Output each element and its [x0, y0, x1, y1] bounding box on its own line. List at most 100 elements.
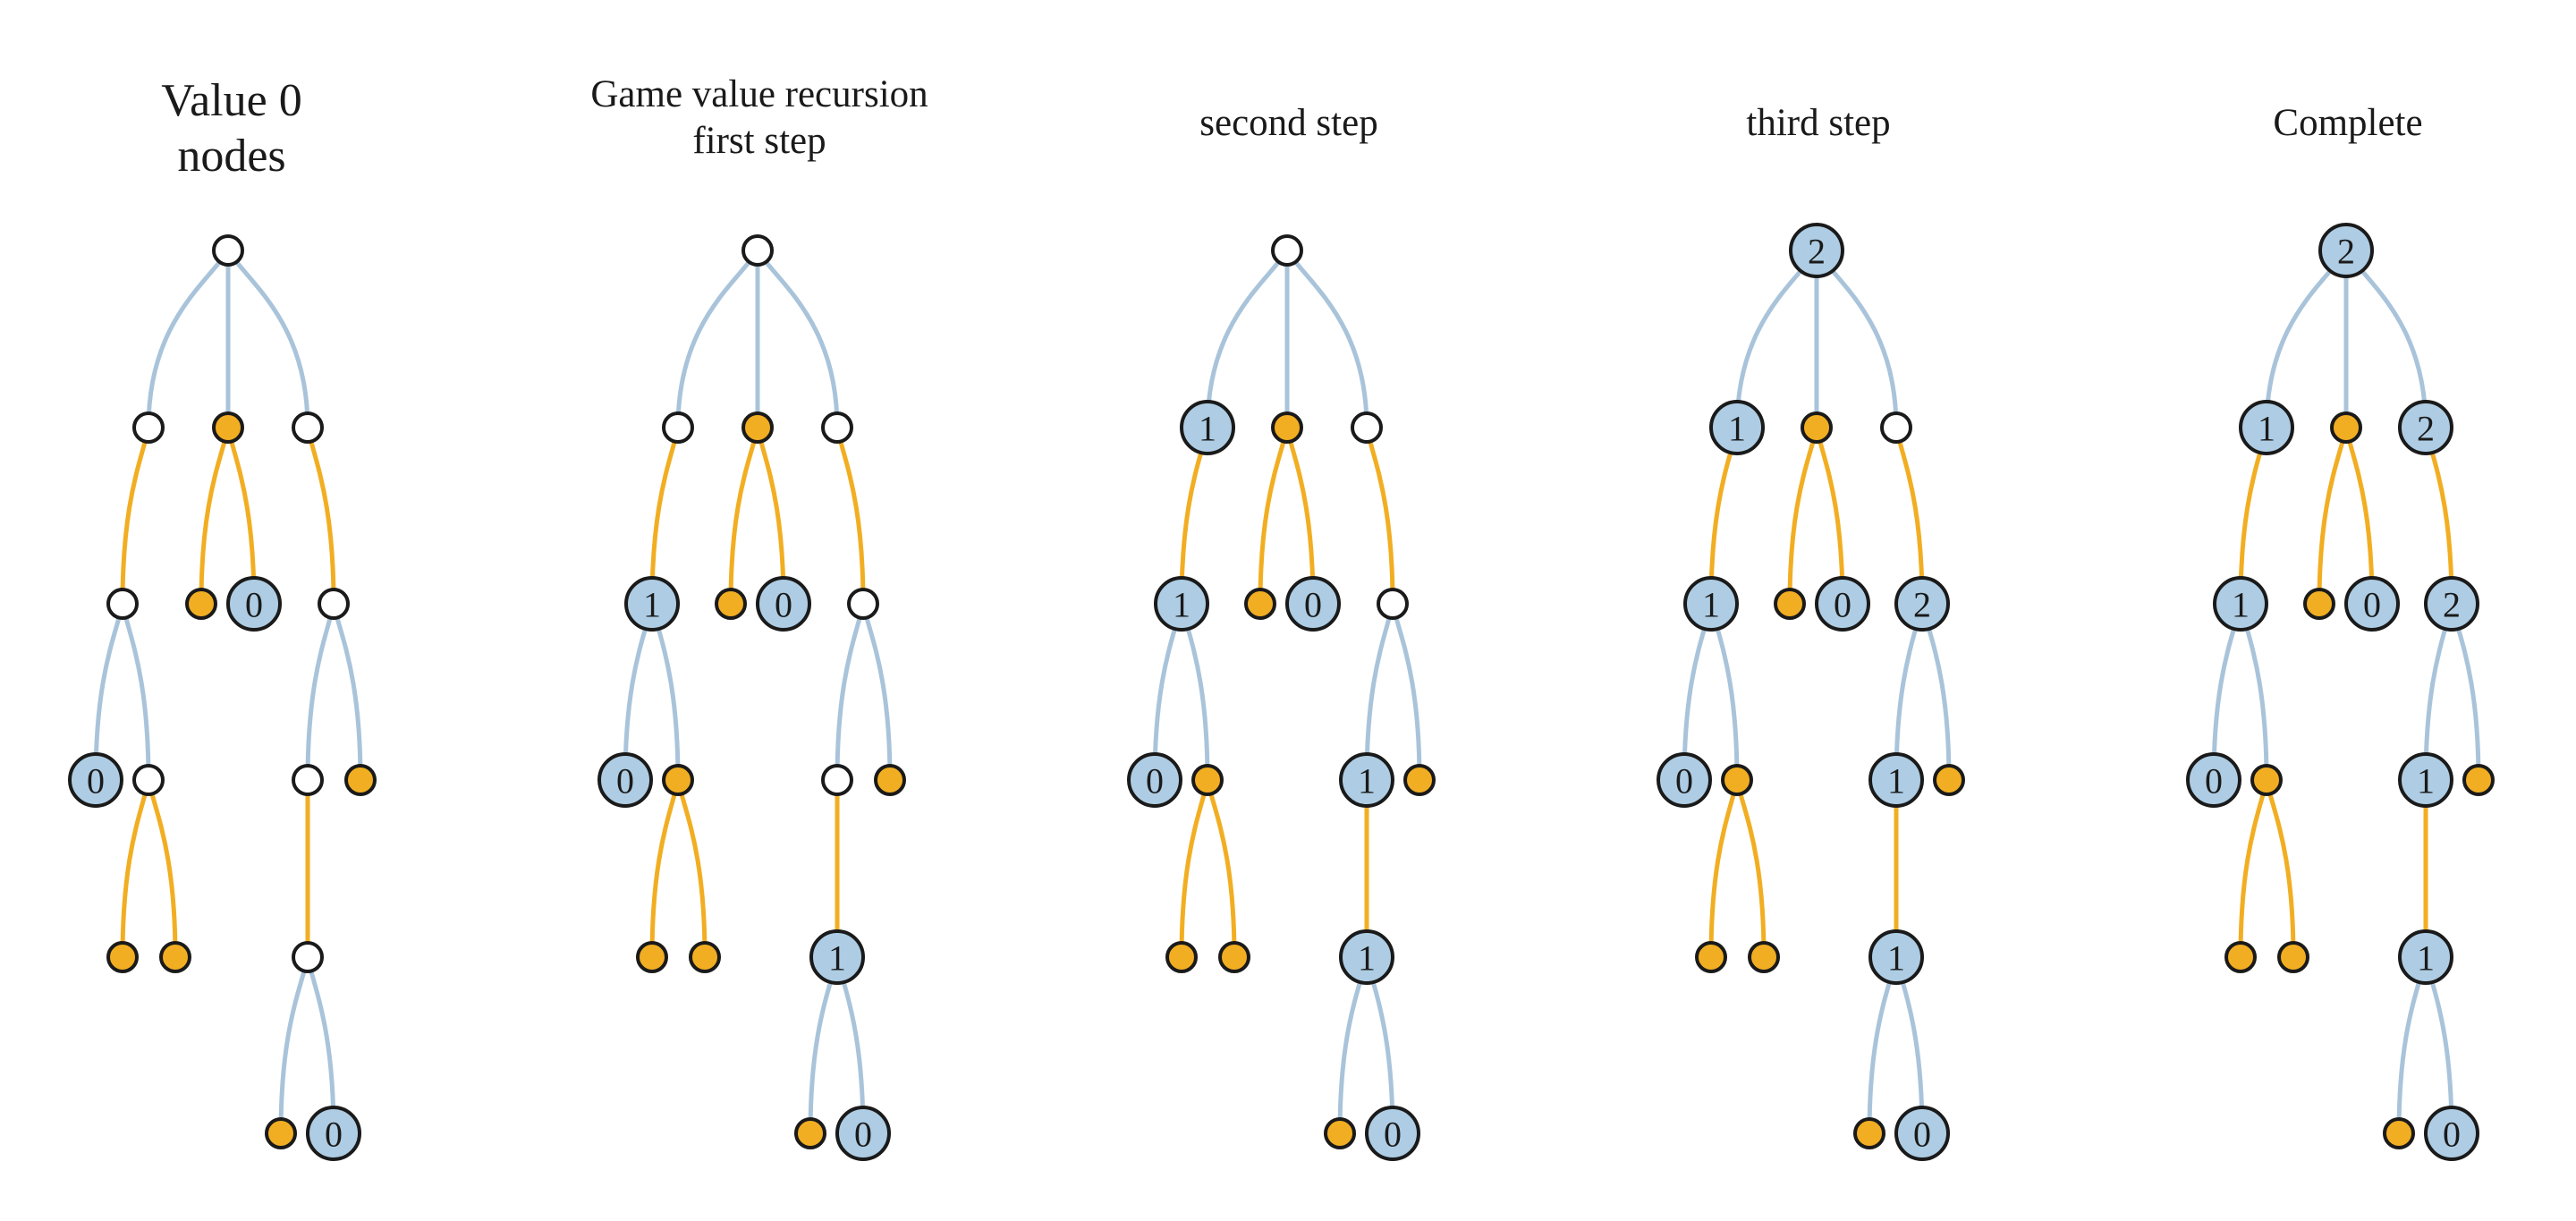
edge-d-h	[305, 425, 336, 606]
title-line: nodes	[177, 131, 286, 182]
node-orange	[1218, 941, 1250, 973]
node-orange	[1748, 941, 1780, 973]
edge-j-n	[2264, 777, 2296, 960]
node-value-label: 2	[1913, 585, 1931, 625]
edge-j-m	[1179, 777, 1210, 960]
panel-title-value-0-nodes: Value 0 nodes	[0, 73, 482, 185]
node-value-label: 0	[87, 761, 105, 801]
node-open	[292, 941, 324, 973]
tree-value-0-nodes: 000	[68, 234, 377, 1161]
node-value-label: 2	[2417, 409, 2435, 449]
edge-j-m	[649, 777, 681, 960]
title-line: first step	[692, 119, 826, 162]
node-orange	[794, 1117, 826, 1149]
node-orange	[1165, 941, 1198, 973]
node-value	[1894, 576, 1950, 632]
node-value-label: 2	[1808, 232, 1826, 272]
node-orange	[212, 411, 244, 444]
panel-title-complete: Complete	[2097, 100, 2576, 147]
node-value-label: 1	[1358, 938, 1376, 979]
node-value	[2344, 576, 2400, 632]
node-value-label: 0	[616, 761, 634, 801]
node-orange	[1244, 588, 1276, 620]
edge-a-b	[675, 248, 760, 430]
node-value	[1789, 223, 1844, 278]
node-value	[2424, 576, 2479, 632]
node-value	[2213, 576, 2268, 632]
edge-h-l	[1390, 601, 1422, 783]
edge-c-f	[1787, 425, 1819, 606]
node-orange	[741, 411, 774, 444]
node-value	[68, 752, 123, 808]
edge-e-j	[120, 601, 151, 783]
node-orange	[265, 1117, 297, 1149]
node-orange	[2277, 941, 2309, 973]
node-orange	[106, 941, 139, 973]
node-orange	[1271, 411, 1303, 444]
node-value-label: 0	[1675, 761, 1693, 801]
node-value-label: 1	[828, 938, 846, 979]
edge-h-k	[835, 601, 866, 783]
node-orange	[1695, 941, 1727, 973]
node-orange	[2462, 764, 2495, 796]
edge-o-p	[278, 954, 310, 1136]
node-value	[2318, 223, 2374, 278]
edge-c-f	[728, 425, 760, 606]
node-value-label: 0	[2363, 585, 2381, 625]
node-orange	[1774, 588, 1806, 620]
node-open	[847, 588, 879, 620]
node-orange	[874, 764, 906, 796]
node-value-label: 1	[2258, 409, 2275, 449]
node-value-label: 1	[1702, 585, 1720, 625]
node-orange	[1403, 764, 1436, 796]
edge-a-b	[2264, 248, 2349, 430]
node-value	[1868, 752, 1924, 808]
panel-title-second-step: second step	[1038, 100, 1539, 147]
node-value-label: 1	[1887, 761, 1905, 801]
node-value-label: 0	[2205, 761, 2223, 801]
edge-c-f	[199, 425, 231, 606]
edge-j-m	[2238, 777, 2269, 960]
node-value-label: 1	[2417, 938, 2435, 979]
node-value	[1154, 576, 1209, 632]
edge-a-b	[1205, 248, 1290, 430]
edge-a-b	[146, 248, 231, 430]
node-orange	[2250, 764, 2283, 796]
node-value-label: 1	[2232, 585, 2250, 625]
node-value-label: 0	[854, 1115, 872, 1155]
edge-h-l	[860, 601, 893, 783]
node-open	[741, 234, 774, 267]
node-value	[624, 576, 680, 632]
edge-a-d	[2343, 248, 2428, 430]
edge-c-f	[2317, 425, 2349, 606]
node-open	[1271, 234, 1303, 267]
node-orange	[715, 588, 747, 620]
node-value	[1868, 929, 1924, 985]
node-value	[597, 752, 653, 808]
node-value-label: 1	[1887, 938, 1905, 979]
node-value	[2398, 752, 2453, 808]
node-open	[821, 764, 853, 796]
node-value-label: 0	[1146, 761, 1164, 801]
node-value-label: 0	[1384, 1115, 1402, 1155]
node-open	[132, 764, 165, 796]
node-open	[1880, 411, 1912, 444]
node-value	[809, 929, 865, 985]
edge-h-l	[331, 601, 363, 783]
node-orange	[2383, 1117, 2415, 1149]
node-value	[1709, 400, 1765, 455]
edge-j-n	[675, 777, 708, 960]
node-value-label: 0	[245, 585, 263, 625]
node-open	[132, 411, 165, 444]
node-value-label: 0	[2443, 1115, 2461, 1155]
node-value	[306, 1106, 361, 1161]
node-open	[1351, 411, 1383, 444]
node-value	[2398, 400, 2453, 455]
node-open	[318, 588, 350, 620]
edge-a-b	[1734, 248, 1819, 430]
node-value-label: 1	[1173, 585, 1191, 625]
